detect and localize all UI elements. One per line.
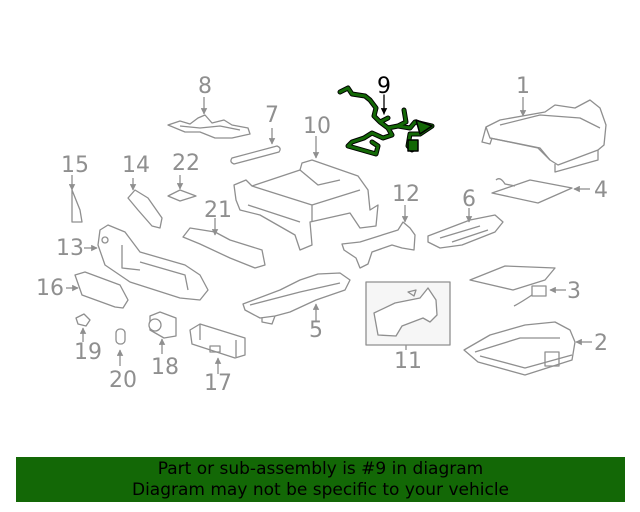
part-18-seat-switch[interactable] (148, 311, 177, 354)
part-21-trim-strip[interactable] (182, 218, 266, 269)
callout-1[interactable]: 1 (516, 74, 530, 99)
part-20-knob[interactable] (115, 328, 126, 366)
callout-8[interactable]: 8 (198, 74, 212, 99)
part-11-trim-box[interactable] (365, 281, 451, 350)
part-2-seat-cushion-pad[interactable] (463, 321, 592, 376)
callout-14[interactable]: 14 (122, 153, 150, 178)
callout-10[interactable]: 10 (303, 114, 331, 139)
callout-16[interactable]: 16 (36, 276, 64, 301)
callout-7[interactable]: 7 (265, 103, 279, 128)
callout-13[interactable]: 13 (56, 236, 84, 261)
part-5-track-cover[interactable] (242, 272, 351, 325)
callout-9[interactable]: 9 (377, 74, 391, 99)
part-9-wire-harness-highlighted[interactable] (337, 85, 435, 157)
part-19-knob[interactable] (75, 313, 91, 342)
part-4-seat-heater-pad[interactable] (491, 178, 590, 204)
part-12-side-bracket[interactable] (341, 205, 416, 269)
callout-15[interactable]: 15 (61, 153, 89, 178)
part-14-side-cover[interactable] (127, 178, 163, 229)
callout-19[interactable]: 19 (74, 340, 102, 365)
callout-6[interactable]: 6 (462, 187, 476, 212)
callout-21[interactable]: 21 (204, 198, 232, 223)
part-3-occupant-sensor[interactable] (469, 265, 566, 307)
callout-5[interactable]: 5 (309, 318, 323, 343)
part-13-side-shield[interactable] (84, 224, 209, 301)
callout-3[interactable]: 3 (567, 279, 581, 304)
banner-line-disclaimer: Diagram may not be specific to your vehi… (131, 480, 509, 500)
callout-12[interactable]: 12 (392, 182, 420, 207)
part-16-cover-panel[interactable] (66, 271, 129, 309)
part-6-seat-support[interactable] (427, 208, 504, 249)
callout-20[interactable]: 20 (109, 368, 137, 393)
callout-4[interactable]: 4 (594, 178, 608, 203)
part-22-clip[interactable] (167, 175, 197, 202)
callout-2[interactable]: 2 (594, 331, 608, 356)
callout-18[interactable]: 18 (151, 355, 179, 380)
banner-line-part-number: Part or sub-assembly is #9 in diagram (157, 459, 484, 479)
callout-17[interactable]: 17 (204, 371, 232, 396)
part-10-seat-frame[interactable] (233, 136, 379, 251)
part-7-torsion-rod[interactable] (230, 128, 281, 165)
part-17-switch-module[interactable] (189, 323, 246, 374)
part-15-trim-piece[interactable] (68, 175, 83, 223)
part-1-seat-cushion-cover[interactable] (481, 97, 607, 173)
callout-22[interactable]: 22 (172, 151, 200, 176)
part-info-banner: Part or sub-assembly is #9 in diagram Di… (16, 457, 625, 502)
part-8-seat-spring[interactable] (167, 97, 251, 139)
callout-11[interactable]: 11 (394, 349, 422, 374)
